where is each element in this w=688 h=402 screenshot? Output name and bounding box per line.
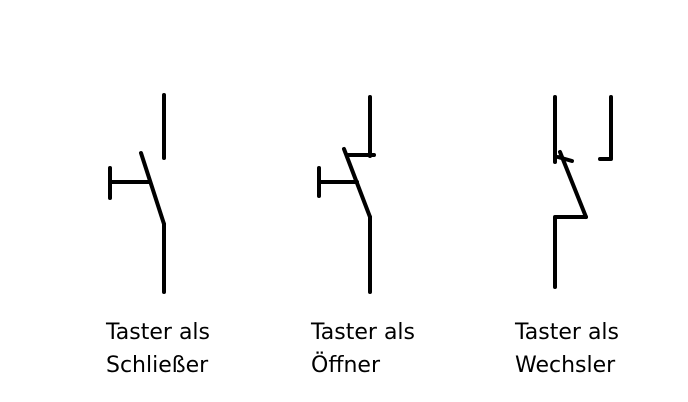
wechsler-right-terminal <box>598 95 613 161</box>
wechsler-label-line-2: Wechsler <box>515 353 616 378</box>
wechsler-contact-tick <box>556 155 574 163</box>
wechsler-symbol <box>553 95 613 289</box>
oeffner-label: Taster als Öffner <box>311 316 415 382</box>
wechsler-label: Taster als Wechsler <box>515 316 619 382</box>
schliesser-label-line-1: Taster als <box>106 320 210 345</box>
oeffner-symbol <box>317 95 376 294</box>
wechsler-label-line-1: Taster als <box>515 320 619 345</box>
wechsler-common-terminal <box>553 215 588 289</box>
schliesser-label: Taster als Schließer <box>106 316 210 382</box>
oeffner-label-line-2: Öffner <box>311 353 380 378</box>
oeffner-label-line-1: Taster als <box>311 320 415 345</box>
schliesser-label-line-2: Schließer <box>106 353 209 378</box>
schliesser-contact-blade <box>139 151 166 226</box>
wechsler-contact-blade <box>558 150 588 219</box>
schliesser-symbol <box>108 93 166 294</box>
